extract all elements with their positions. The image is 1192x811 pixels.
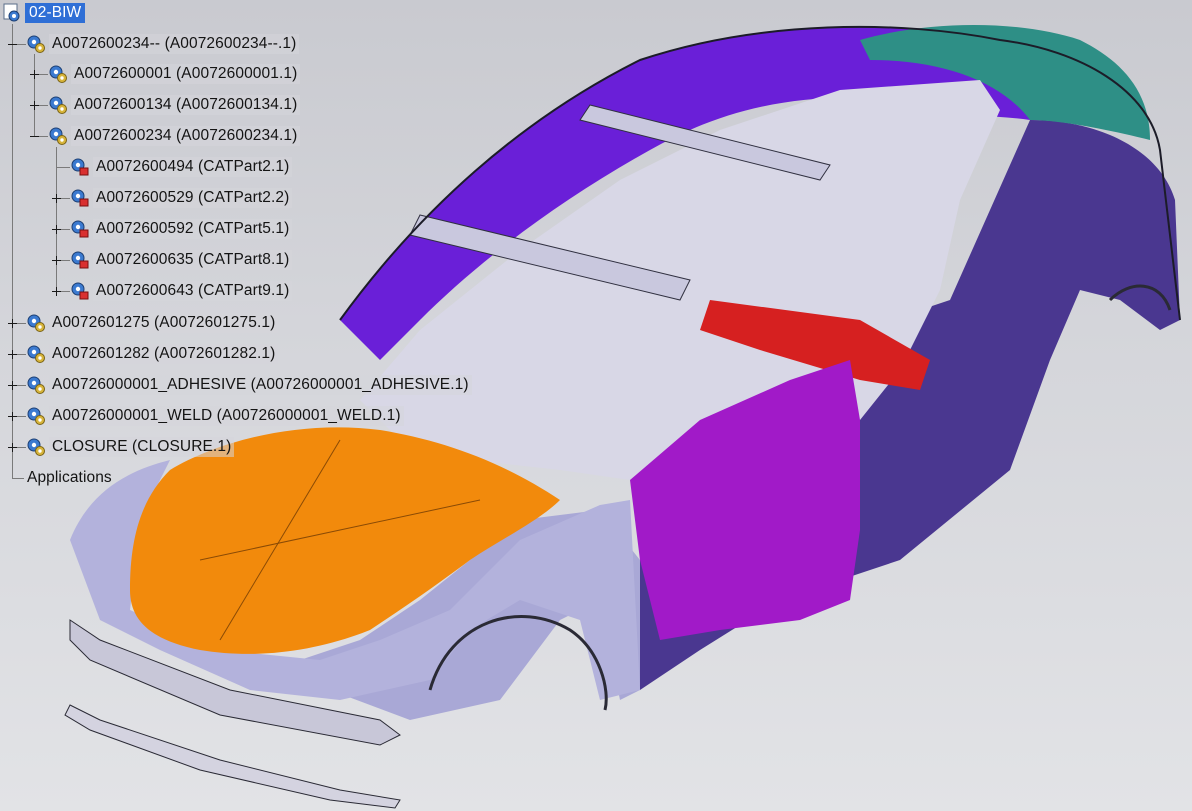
tree-line-level2 bbox=[56, 147, 57, 292]
product-icon bbox=[27, 376, 45, 394]
product-icon bbox=[27, 314, 45, 332]
tree-stub bbox=[56, 167, 70, 168]
part-icon bbox=[71, 189, 89, 207]
hood-crease-2 bbox=[219, 439, 341, 641]
tree-stub bbox=[12, 447, 26, 448]
tree-node-label: A0072600592 (CATPart5.1) bbox=[93, 219, 293, 239]
tree-node-subassembly[interactable]: A0072600234 (A0072600234.1) bbox=[48, 124, 301, 148]
tree-node-assembly[interactable]: A00726000001_ADHESIVE (A00726000001_ADHE… bbox=[26, 373, 472, 397]
product-icon bbox=[27, 438, 45, 456]
collapse-toggle[interactable] bbox=[30, 132, 39, 141]
expand-toggle[interactable] bbox=[30, 70, 39, 79]
expand-toggle[interactable] bbox=[8, 443, 17, 452]
bumper-beam bbox=[69, 619, 401, 746]
part-icon bbox=[71, 220, 89, 238]
tree-stub bbox=[56, 198, 70, 199]
expand-toggle[interactable] bbox=[52, 225, 61, 234]
tree-stub bbox=[56, 260, 70, 261]
expand-toggle[interactable] bbox=[8, 350, 17, 359]
expand-toggle[interactable] bbox=[30, 101, 39, 110]
tree-node-part[interactable]: A0072600494 (CATPart2.1) bbox=[70, 155, 293, 179]
expand-toggle[interactable] bbox=[8, 412, 17, 421]
product-icon bbox=[49, 96, 67, 114]
tree-node-assembly[interactable]: A0072601282 (A0072601282.1) bbox=[26, 342, 279, 366]
hood-crease bbox=[199, 499, 481, 561]
tree-stub bbox=[12, 416, 26, 417]
tree-node-label: A0072600494 (CATPart2.1) bbox=[93, 157, 293, 177]
front-wheel-arch bbox=[428, 615, 608, 711]
floor-crossmember bbox=[700, 300, 930, 390]
collapse-toggle[interactable] bbox=[8, 40, 17, 49]
tree-node-subassembly[interactable]: A0072600001 (A0072600001.1) bbox=[48, 62, 301, 86]
tree-node-part[interactable]: A0072600529 (CATPart2.2) bbox=[70, 186, 293, 210]
tree-node-label: A0072600643 (CATPart9.1) bbox=[93, 281, 293, 301]
tree-stub bbox=[34, 105, 48, 106]
tree-node-label: A0072601282 (A0072601282.1) bbox=[49, 344, 279, 364]
front-fender bbox=[70, 460, 640, 700]
tree-node-assembly[interactable]: A0072600234-- (A0072600234--.1) bbox=[26, 32, 300, 56]
tree-node-label: A0072600001 (A0072600001.1) bbox=[71, 64, 301, 84]
tree-stub bbox=[56, 291, 70, 292]
tree-node-root[interactable]: 02-BIW bbox=[2, 1, 86, 25]
applications-label: Applications bbox=[27, 469, 112, 486]
tree-root-label[interactable]: 02-BIW bbox=[25, 3, 86, 23]
product-icon bbox=[27, 35, 45, 53]
tree-node-label: A0072601275 (A0072601275.1) bbox=[49, 313, 279, 333]
tree-node-assembly[interactable]: CLOSURE (CLOSURE.1) bbox=[26, 435, 235, 459]
rear-wheel-arch bbox=[1108, 284, 1172, 311]
tree-node-part[interactable]: A0072600635 (CATPart8.1) bbox=[70, 248, 293, 272]
tree-node-assembly[interactable]: A0072601275 (A0072601275.1) bbox=[26, 311, 279, 335]
tree-node-label: A0072600234 (A0072600234.1) bbox=[71, 126, 301, 146]
tree-node-label: CLOSURE (CLOSURE.1) bbox=[49, 437, 235, 457]
expand-toggle[interactable] bbox=[52, 287, 61, 296]
product-icon bbox=[27, 345, 45, 363]
part-icon bbox=[71, 282, 89, 300]
tree-line-level1 bbox=[34, 54, 35, 136]
tree-node-label: A00726000001_ADHESIVE (A00726000001_ADHE… bbox=[49, 375, 472, 395]
tree-node-subassembly[interactable]: A0072600134 (A0072600134.1) bbox=[48, 93, 301, 117]
expand-toggle[interactable] bbox=[8, 319, 17, 328]
tree-stub bbox=[34, 136, 48, 137]
roof-glass bbox=[860, 25, 1150, 140]
product-icon bbox=[49, 127, 67, 145]
expand-toggle[interactable] bbox=[52, 194, 61, 203]
tree-node-label: A0072600234-- (A0072600234--.1) bbox=[49, 34, 300, 54]
tree-node-assembly[interactable]: A00726000001_WELD (A00726000001_WELD.1) bbox=[26, 404, 404, 428]
roof-bow bbox=[579, 104, 831, 181]
tree-stub bbox=[12, 385, 26, 386]
part-icon bbox=[71, 158, 89, 176]
tree-line-applications bbox=[12, 478, 24, 479]
tree-node-label: A0072600529 (CATPart2.2) bbox=[93, 188, 293, 208]
expand-toggle[interactable] bbox=[52, 256, 61, 265]
front-door bbox=[630, 360, 860, 640]
expand-toggle[interactable] bbox=[8, 381, 17, 390]
product-icon bbox=[49, 65, 67, 83]
tree-line-root bbox=[12, 24, 13, 478]
tree-node-label: A00726000001_WELD (A00726000001_WELD.1) bbox=[49, 406, 404, 426]
tree-stub bbox=[34, 74, 48, 75]
tree-stub bbox=[12, 354, 26, 355]
part-icon bbox=[71, 251, 89, 269]
hood bbox=[130, 427, 560, 654]
body-outline bbox=[339, 25, 1181, 321]
tree-node-part[interactable]: A0072600592 (CATPart5.1) bbox=[70, 217, 293, 241]
windshield-header bbox=[409, 214, 691, 301]
tree-node-part[interactable]: A0072600643 (CATPart9.1) bbox=[70, 279, 293, 303]
tree-stub bbox=[12, 44, 26, 45]
product-icon bbox=[3, 3, 20, 22]
tree-node-label: A0072600635 (CATPart8.1) bbox=[93, 250, 293, 270]
specification-tree[interactable]: 02-BIW A0072600234-- (A0072600234--.1) A… bbox=[0, 0, 520, 500]
tree-stub bbox=[56, 229, 70, 230]
lower-bumper bbox=[64, 704, 401, 809]
product-icon bbox=[27, 407, 45, 425]
tree-stub bbox=[12, 323, 26, 324]
tree-node-label: A0072600134 (A0072600134.1) bbox=[71, 95, 301, 115]
tree-node-applications[interactable]: Applications bbox=[24, 466, 115, 490]
